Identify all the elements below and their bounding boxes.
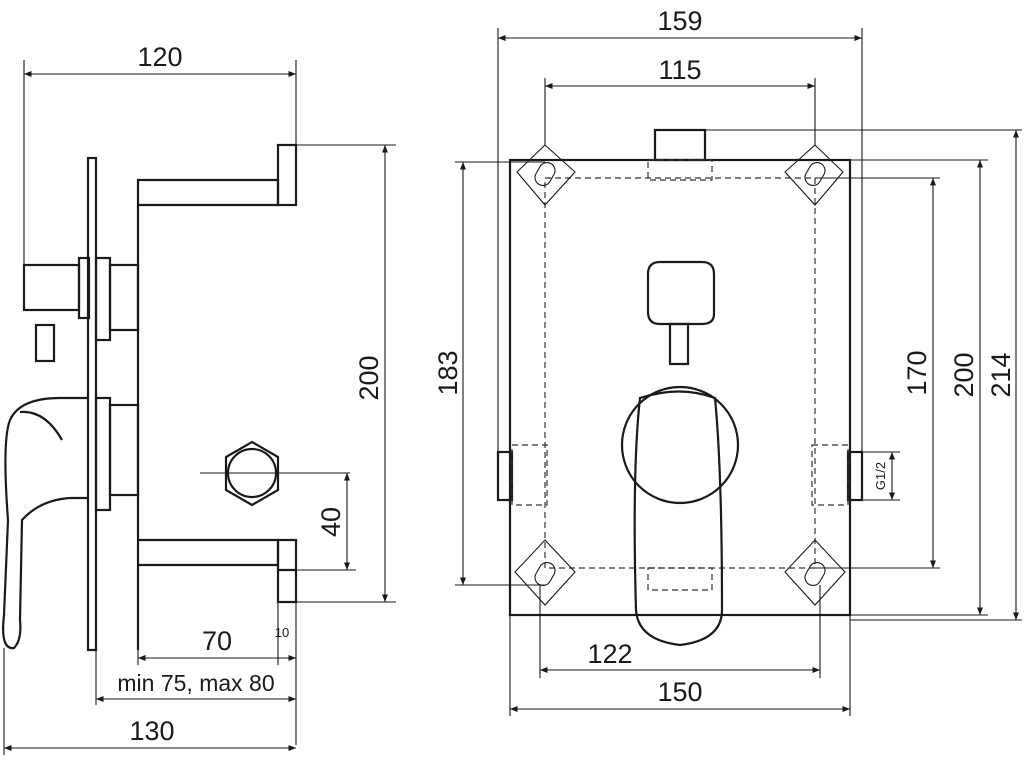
dim-122: 122 xyxy=(587,639,632,669)
dim-170: 170 xyxy=(902,350,932,395)
diverter-knob xyxy=(22,263,81,312)
dim-front-200: 200 xyxy=(949,352,979,397)
thread-label: G1/2 xyxy=(873,462,888,490)
dim-115: 115 xyxy=(658,55,701,85)
dim-10: 10 xyxy=(275,625,289,640)
dim-side-200: 200 xyxy=(354,355,384,400)
dim-120: 120 xyxy=(137,42,182,72)
bottom-bracket xyxy=(138,538,280,567)
dim-183: 183 xyxy=(433,350,463,395)
mounting-slot-bottom-right xyxy=(784,539,846,606)
top-mount-flange xyxy=(276,143,298,207)
right-connector xyxy=(846,450,864,502)
dim-150: 150 xyxy=(657,677,702,707)
front-diverter-knob xyxy=(646,260,716,326)
top-bracket xyxy=(136,178,280,207)
cover-plate xyxy=(86,156,98,652)
mounting-slot-bottom-left xyxy=(514,539,576,606)
top-connector xyxy=(653,128,707,162)
side-view: 120 200 40 10 70 min 75, max 80 130 xyxy=(2,42,396,755)
dim-70: 70 xyxy=(202,626,232,656)
mounting-slot-top-left xyxy=(516,144,576,206)
lever-handle xyxy=(2,396,88,650)
dim-40: 40 xyxy=(316,507,346,537)
hex-outlet xyxy=(224,440,280,507)
mounting-slot-top-right xyxy=(784,144,844,206)
dim-130: 130 xyxy=(129,716,174,746)
dim-range: min 75, max 80 xyxy=(117,670,274,696)
knob-pin xyxy=(34,323,56,363)
dim-214: 214 xyxy=(986,352,1016,397)
dim-159: 159 xyxy=(657,6,702,36)
front-lever-handle xyxy=(633,390,724,647)
left-connector xyxy=(496,450,514,502)
front-view: 159 115 183 170 200 214 G1/2 xyxy=(433,6,1022,716)
